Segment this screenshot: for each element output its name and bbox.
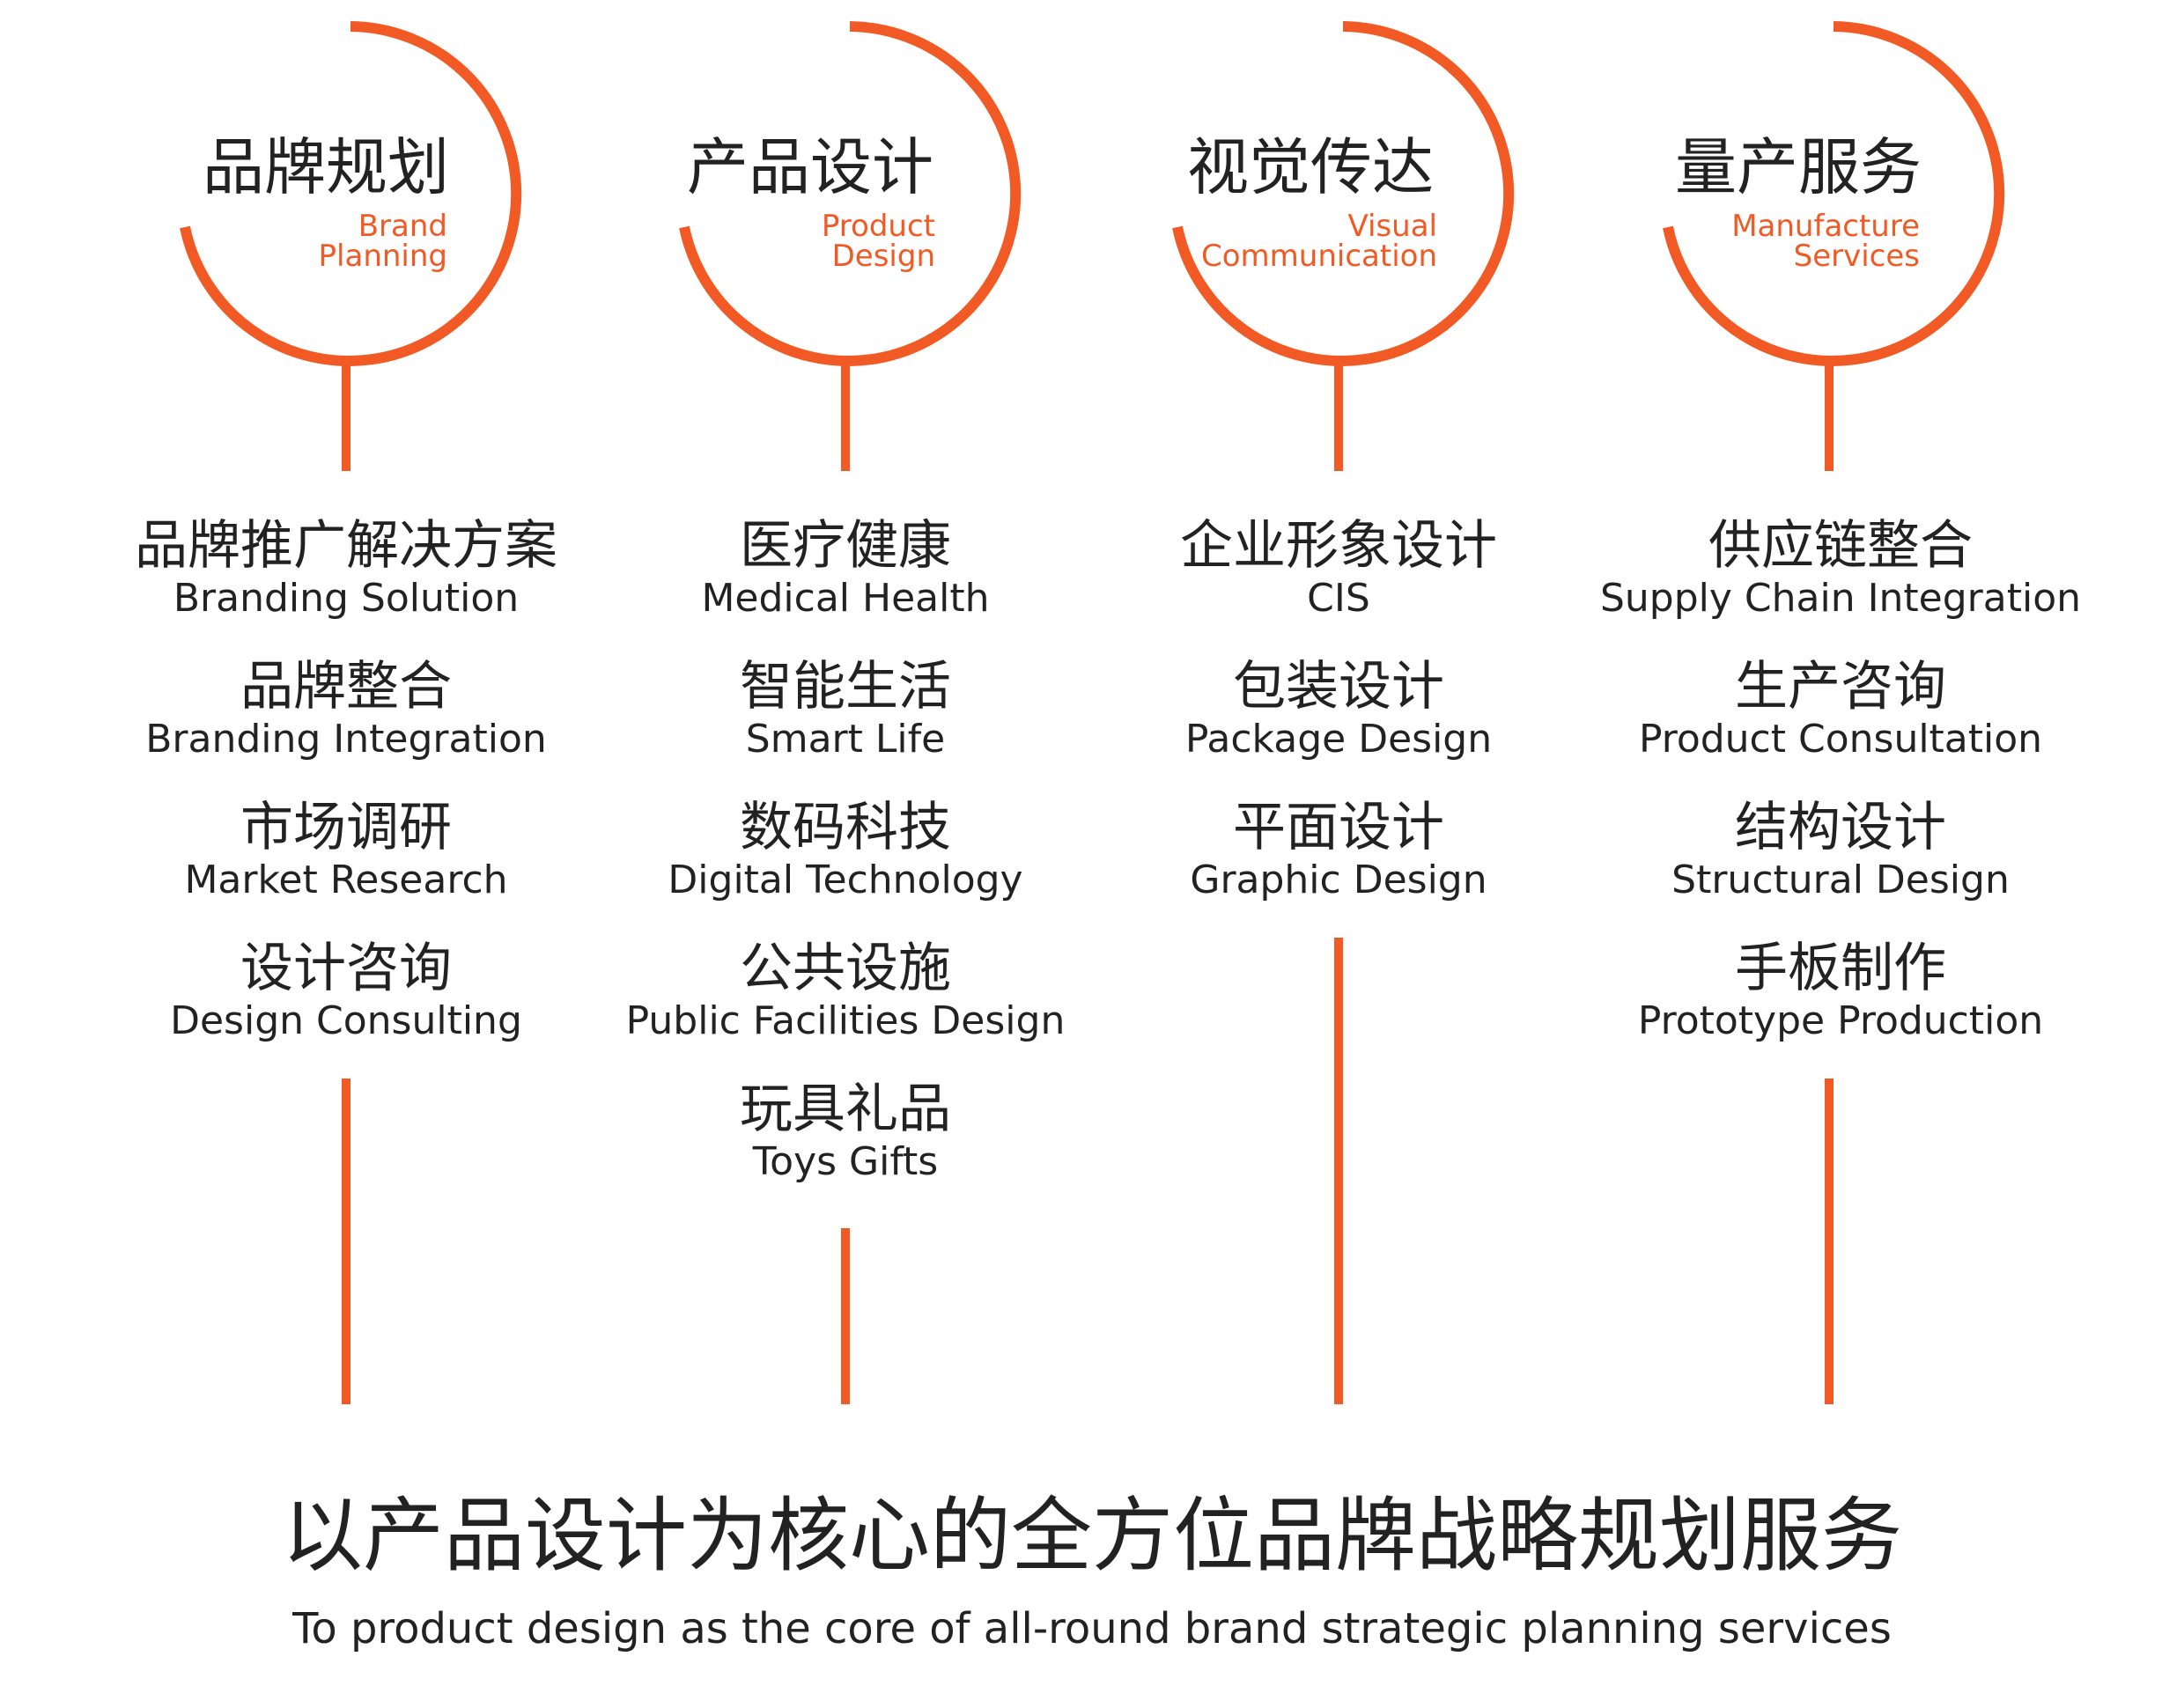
product-design-items: 医疗健康 Medical Health 智能生活 Smart Life 数码科技…: [581, 515, 1110, 1219]
list-item: 生产咨询 Product Consultation: [1576, 656, 2105, 762]
column-title-brand-planning: 品牌规划: [203, 131, 449, 203]
list-item-subtitle: Branding Integration: [145, 717, 547, 762]
list-item-subtitle: Market Research: [184, 858, 508, 902]
column-title-visual-communication: 视觉传达: [1187, 131, 1434, 203]
list-item: 市场调研 Market Research: [82, 797, 610, 902]
manufacture-services-arc: [1663, 21, 2005, 366]
list-item: 玩具礼品 Toys Gifts: [581, 1079, 1110, 1184]
column-subtitle-line-2: Design: [831, 239, 935, 274]
list-item-subtitle: Digital Technology: [668, 858, 1023, 902]
list-item-title: 设计咨询: [240, 938, 452, 999]
column-subtitle-visual-communication: Visual Communication: [1120, 211, 1437, 271]
brand-planning-items: 品牌推广解决方案 Branding Solution 品牌整合 Branding…: [82, 515, 610, 1079]
visual-communication-items: 企业形象设计 CIS 包装设计 Package Design 平面设计 Grap…: [1074, 515, 1603, 938]
list-item: 手板制作 Prototype Production: [1576, 938, 2105, 1043]
list-item: 结构设计 Structural Design: [1576, 797, 2105, 902]
list-item-subtitle: Branding Solution: [173, 576, 520, 621]
list-item-title: 数码科技: [740, 797, 951, 858]
list-item-title: 结构设计: [1735, 797, 1946, 858]
list-item: 医疗健康 Medical Health: [581, 515, 1110, 621]
list-item-title: 企业形象设计: [1180, 515, 1497, 577]
column-subtitle-line-1: Product: [821, 209, 935, 244]
manufacture-services-items: 供应链整合 Supply Chain Integration 生产咨询 Prod…: [1576, 515, 2105, 1079]
brand-planning-arc: [180, 21, 522, 366]
column-title-product-design: 产品设计: [687, 131, 933, 203]
list-item: 公共设施 Public Facilities Design: [581, 938, 1110, 1043]
footer-title: 以产品设计为核心的全方位品牌战略规划服务: [281, 1489, 1902, 1583]
list-item: 品牌推广解决方案 Branding Solution: [82, 515, 610, 621]
column-subtitle-product-design: Product Design: [618, 211, 935, 271]
list-item: 平面设计 Graphic Design: [1074, 797, 1603, 902]
product-design-arc: [679, 21, 1022, 366]
column-subtitle-line-2: Planning: [318, 239, 447, 274]
list-item-title: 品牌推广解决方案: [135, 515, 557, 577]
list-item-subtitle: Graphic Design: [1190, 858, 1487, 902]
list-item-title: 医疗健康: [740, 515, 951, 577]
list-item: 数码科技 Digital Technology: [581, 797, 1110, 902]
column-title-manufacture-services: 量产服务: [1675, 131, 1922, 203]
list-item: 品牌整合 Branding Integration: [82, 656, 610, 762]
list-item-title: 玩具礼品: [740, 1079, 951, 1140]
list-item-title: 智能生活: [740, 656, 951, 718]
list-item-subtitle: Toys Gifts: [752, 1139, 939, 1184]
list-item-title: 手板制作: [1735, 938, 1946, 999]
list-item: 包装设计 Package Design: [1074, 656, 1603, 762]
list-item-title: 包装设计: [1233, 656, 1444, 718]
list-item-subtitle: Public Facilities Design: [625, 998, 1066, 1043]
list-item: 供应链整合 Supply Chain Integration: [1576, 515, 2105, 621]
list-item-title: 公共设施: [740, 938, 951, 999]
list-item-subtitle: Smart Life: [745, 717, 946, 762]
list-item-subtitle: Design Consulting: [170, 998, 522, 1043]
column-subtitle-line-2: Communication: [1201, 239, 1437, 274]
list-item-title: 品牌整合: [240, 656, 452, 718]
list-item-title: 供应链整合: [1708, 515, 1973, 577]
column-subtitle-line-2: Services: [1793, 239, 1920, 274]
column-subtitle-line-1: Manufacture: [1731, 209, 1920, 244]
list-item-subtitle: Medical Health: [701, 576, 990, 621]
list-item-subtitle: Structural Design: [1671, 858, 2010, 902]
column-subtitle-manufacture-services: Manufacture Services: [1603, 211, 1920, 271]
list-item: 企业形象设计 CIS: [1074, 515, 1603, 621]
list-item-subtitle: CIS: [1307, 576, 1370, 621]
list-item: 智能生活 Smart Life: [581, 656, 1110, 762]
list-item-subtitle: Supply Chain Integration: [1599, 576, 2082, 621]
list-item: 设计咨询 Design Consulting: [82, 938, 610, 1043]
column-subtitle-line-1: Visual: [1347, 209, 1437, 244]
list-item-subtitle: Package Design: [1184, 717, 1493, 762]
footer-subtitle: To product design as the core of all-rou…: [292, 1604, 1892, 1653]
list-item-subtitle: Prototype Production: [1637, 998, 2044, 1043]
list-item-title: 市场调研: [240, 797, 452, 858]
visual-communication-arc: [1172, 21, 1515, 366]
list-item-title: 平面设计: [1233, 797, 1444, 858]
list-item-title: 生产咨询: [1735, 656, 1946, 718]
list-item-subtitle: Product Consultation: [1638, 717, 2043, 762]
column-subtitle-line-1: Brand: [358, 209, 447, 244]
column-subtitle-brand-planning: Brand Planning: [130, 211, 447, 271]
